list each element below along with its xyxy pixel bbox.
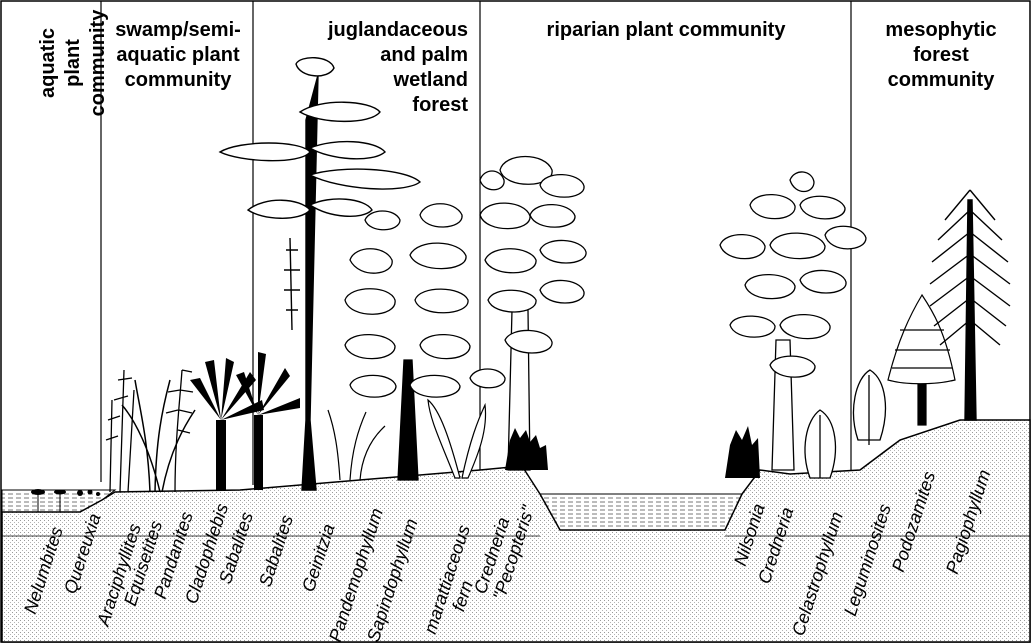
marattiaceous-fern-drawing [428, 400, 486, 478]
header-line: community [104, 68, 252, 93]
header-aquatic-community: aquatic plant community [36, 8, 111, 118]
equisetites-plant-drawing [106, 370, 134, 492]
credneria-tree-drawing [470, 157, 586, 471]
header-line: community [853, 68, 1029, 93]
river-channel-water [540, 494, 742, 530]
header-line: forest [300, 93, 468, 118]
geinitzia-tree-drawing [220, 58, 420, 490]
celastrophyllum-shrub-drawing [805, 410, 835, 478]
sapindophyllum-tree-drawing [345, 204, 470, 480]
header-line: wetland [300, 68, 468, 93]
credneria-right-tree-drawing [720, 172, 866, 470]
header-swamp-community: swamp/semi- aquatic plant community [104, 18, 252, 93]
header-line: swamp/semi- [104, 18, 252, 43]
header-line: aquatic plant [104, 43, 252, 68]
nilsonia-plant-drawing [725, 426, 760, 478]
podozamites-tree-drawing [888, 295, 955, 425]
header-riparian-community: riparian plant community [482, 18, 850, 43]
header-line: juglandaceous [300, 18, 468, 43]
leguminosites-shrub-drawing [854, 370, 886, 445]
header-mesophytic-community: mesophytic forest community [853, 18, 1029, 93]
header-line: mesophytic [853, 18, 1029, 43]
cladophlebis-plant-drawing [166, 370, 193, 492]
header-line: aquatic plant [36, 8, 86, 118]
sabalites-palm-drawing [190, 352, 300, 490]
header-line: riparian plant community [482, 18, 850, 43]
pagiophyllum-tree-drawing [930, 190, 1010, 420]
header-juglandaceous-community: juglandaceous and palm wetland forest [300, 18, 468, 118]
header-line: forest [853, 43, 1029, 68]
header-line: and palm [300, 43, 468, 68]
pandemophyllum-plant-drawing [328, 410, 385, 480]
